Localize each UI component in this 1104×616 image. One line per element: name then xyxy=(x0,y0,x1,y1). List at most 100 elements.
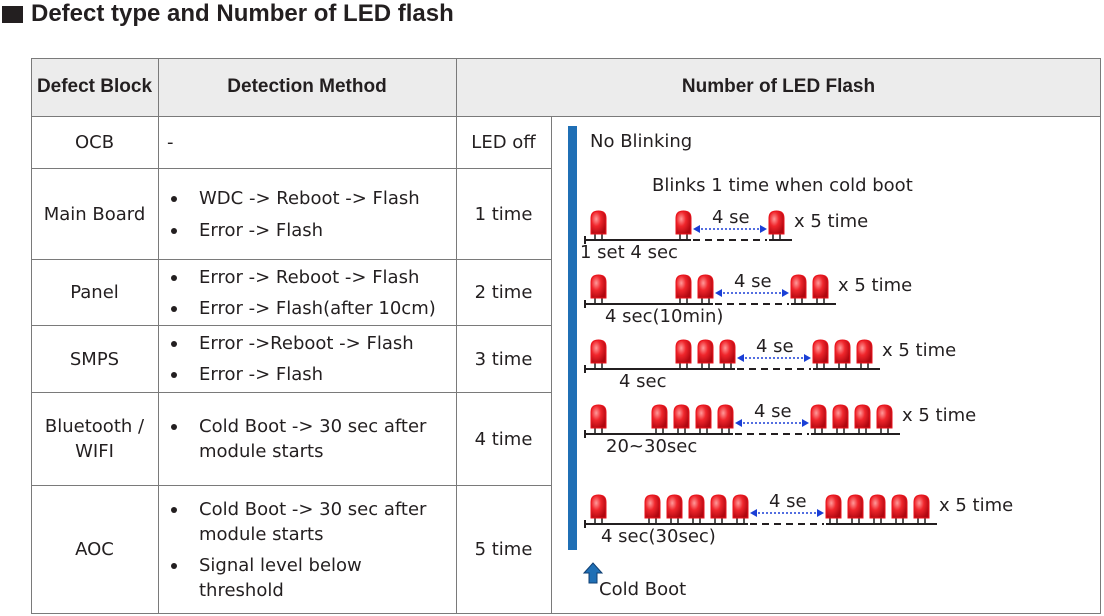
led-leg xyxy=(701,363,703,369)
table-row-panel-block: Panel xyxy=(70,282,119,303)
led-icon xyxy=(710,494,727,524)
led-icon xyxy=(590,404,607,434)
gap-arrow-icon xyxy=(693,225,767,233)
gap-arrow-icon xyxy=(715,289,789,297)
led-leg xyxy=(865,428,867,434)
led-icon xyxy=(913,494,930,524)
led-leg xyxy=(706,428,708,434)
table-row-panel-method: Error -> Reboot -> Flash Error -> Flash(… xyxy=(158,260,456,325)
led-body xyxy=(675,274,692,299)
led-icon xyxy=(832,404,849,434)
led-leg xyxy=(655,428,657,434)
led-body xyxy=(688,494,705,519)
led-body xyxy=(644,494,661,519)
led-leg xyxy=(880,428,882,434)
led-leg xyxy=(858,518,860,524)
repeat-label: x 5 time xyxy=(902,405,976,426)
led-leg xyxy=(684,428,686,434)
led-body xyxy=(876,404,893,429)
led-icon xyxy=(675,274,692,304)
led-icon xyxy=(695,404,712,434)
led-body xyxy=(856,339,873,364)
led-icon xyxy=(810,404,827,434)
header-detection-method: Detection Method xyxy=(227,76,387,97)
led-body xyxy=(697,274,714,299)
led-leg xyxy=(867,363,869,369)
led-body xyxy=(790,274,807,299)
led-leg xyxy=(721,428,723,434)
method-item: Error -> Reboot -> Flash xyxy=(158,265,436,290)
up-arrow-icon xyxy=(582,562,604,584)
gap-label: 4 se xyxy=(756,336,794,357)
led-icon xyxy=(825,494,842,524)
led-leg xyxy=(821,428,823,434)
led-leg xyxy=(594,518,596,524)
gap-label: 4 se xyxy=(754,401,792,422)
gap-label: 4 se xyxy=(734,271,772,292)
led-leg xyxy=(887,428,889,434)
led-body xyxy=(732,494,749,519)
led-icon xyxy=(856,339,873,369)
led-leg xyxy=(594,363,596,369)
led-leg xyxy=(730,363,732,369)
led-leg xyxy=(686,298,688,304)
repeat-label: x 5 time xyxy=(838,275,912,296)
no-blinking-label: No Blinking xyxy=(590,131,692,152)
method-item: Error -> Flash xyxy=(158,218,420,243)
led-leg xyxy=(699,518,701,524)
table-row-bluetooth-wifi-method: Cold Boot -> 30 sec after module starts xyxy=(158,393,456,485)
led-leg xyxy=(917,518,919,524)
table-row-ocb-block: OCB xyxy=(74,132,115,153)
led-leg xyxy=(814,428,816,434)
table-row-aoc-block: AOC xyxy=(75,539,114,560)
led-leg xyxy=(655,518,657,524)
block-label: Bluetooth / WIFI xyxy=(44,416,145,462)
led-icon xyxy=(651,404,668,434)
led-body xyxy=(913,494,930,519)
led-leg xyxy=(801,298,803,304)
gap-arrow-head-left xyxy=(737,354,744,362)
led-icon xyxy=(644,494,661,524)
led-leg xyxy=(924,518,926,524)
led-icon xyxy=(590,494,607,524)
led-body xyxy=(812,339,829,364)
led-leg xyxy=(858,428,860,434)
method-item: Signal level below threshold xyxy=(158,553,448,603)
led-icon xyxy=(732,494,749,524)
led-leg xyxy=(851,518,853,524)
led-icon xyxy=(790,274,807,304)
led-leg xyxy=(838,363,840,369)
table-header-background xyxy=(31,58,1101,116)
led-icon xyxy=(590,210,607,240)
led-icon xyxy=(891,494,908,524)
method-item: Error ->Reboot -> Flash xyxy=(158,331,414,356)
table-row-main-board-block: Main Board xyxy=(43,203,146,225)
table-row-aoc-method: Cold Boot -> 30 sec after module starts … xyxy=(158,486,456,613)
led-body xyxy=(710,494,727,519)
table-row-bluetooth-wifi-count: 4 time xyxy=(474,428,533,450)
led-leg xyxy=(902,518,904,524)
method-item: WDC -> Reboot -> Flash xyxy=(158,186,420,211)
led-icon xyxy=(675,210,692,240)
led-leg xyxy=(794,298,796,304)
led-leg xyxy=(721,518,723,524)
led-leg xyxy=(728,428,730,434)
table-row-main-board-method: WDC -> Reboot -> Flash Error -> Flash xyxy=(158,169,456,259)
led-leg xyxy=(601,234,603,240)
table-row-smps-method: Error ->Reboot -> Flash Error -> Flash xyxy=(158,326,456,392)
led-leg xyxy=(823,298,825,304)
repeat-label: x 5 time xyxy=(794,211,868,232)
led-leg xyxy=(860,363,862,369)
led-leg xyxy=(601,298,603,304)
led-leg xyxy=(723,363,725,369)
led-icon xyxy=(688,494,705,524)
led-body xyxy=(590,339,607,364)
interval-label: 4 sec(30sec) xyxy=(601,526,716,547)
method-item: Error -> Flash(after 10cm) xyxy=(158,296,436,321)
led-body xyxy=(810,404,827,429)
led-icon xyxy=(847,494,864,524)
method-list: Error -> Reboot -> Flash Error -> Flash(… xyxy=(158,265,436,321)
led-leg xyxy=(701,298,703,304)
led-body xyxy=(666,494,683,519)
gap-label: 4 se xyxy=(712,207,750,228)
